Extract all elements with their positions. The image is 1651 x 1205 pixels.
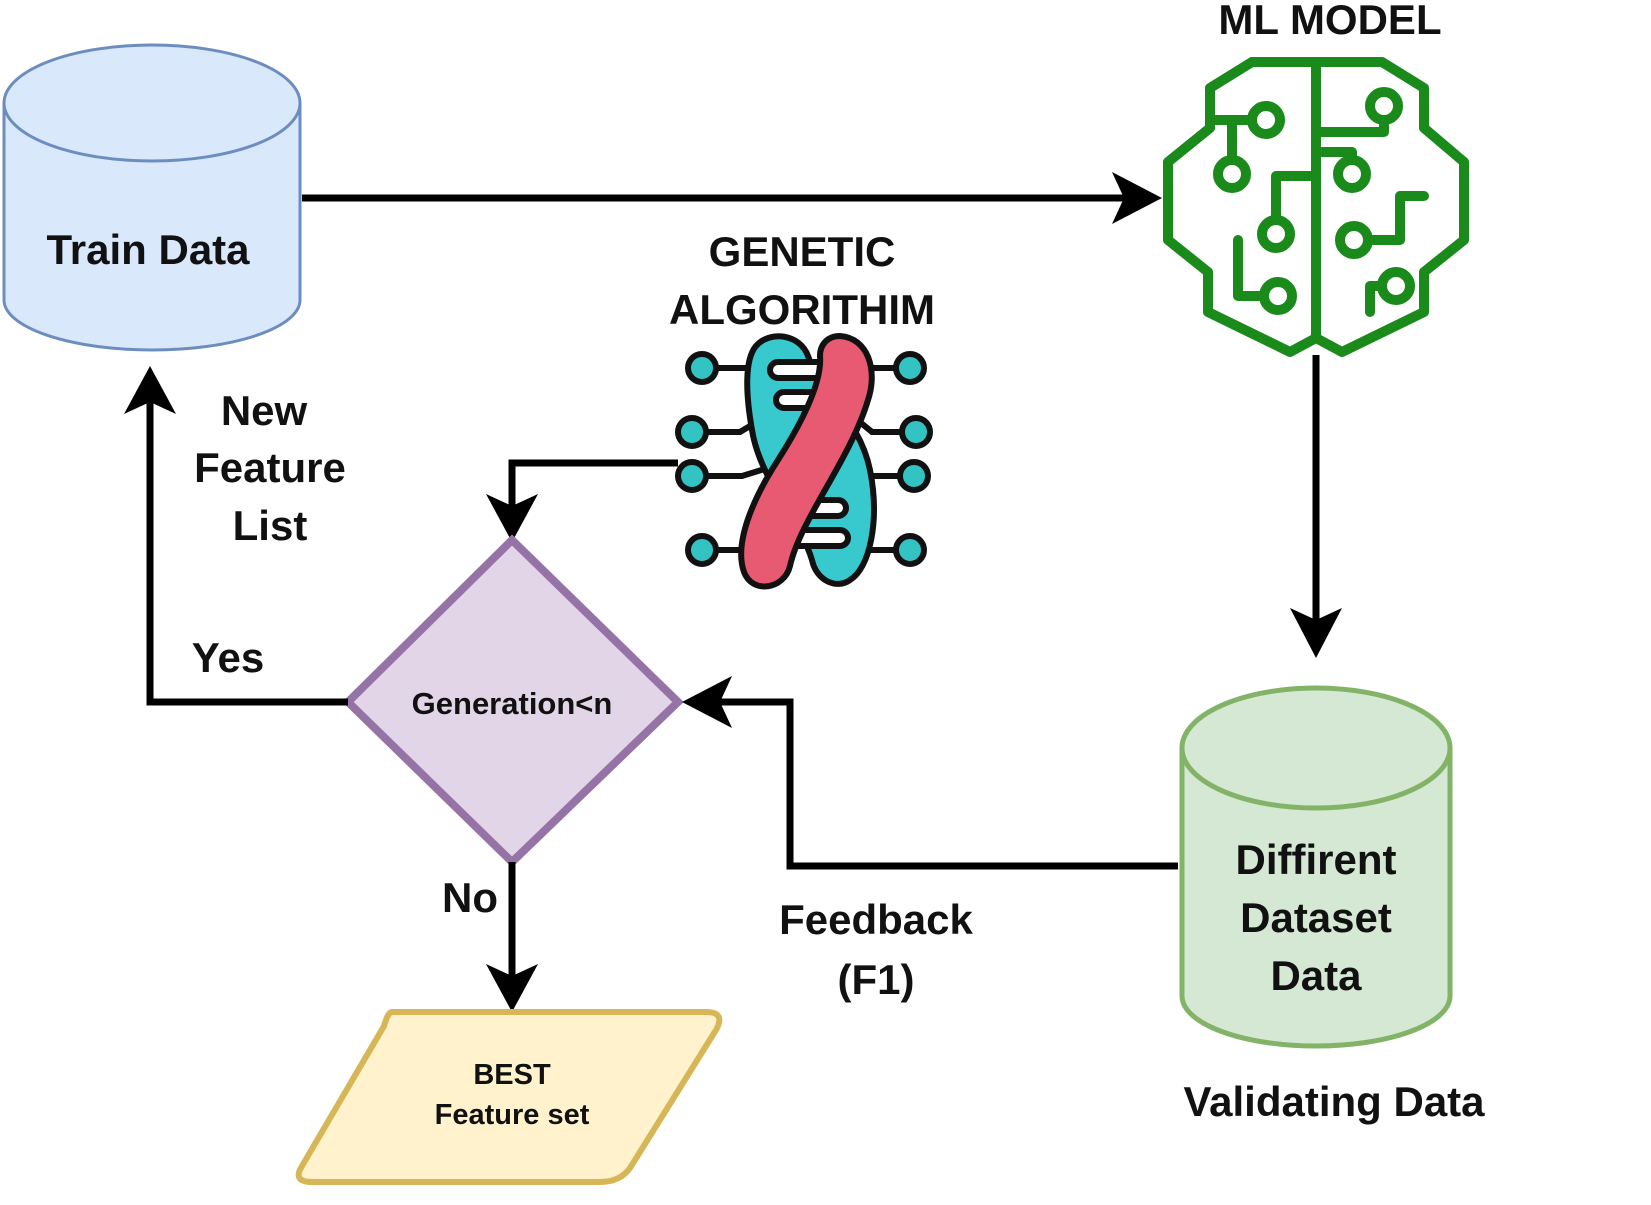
decision-label: Generation<n <box>412 686 613 721</box>
arrow-train-to-model <box>302 172 1162 224</box>
validating-line2: Dataset <box>1240 894 1392 941</box>
arrow-no-to-best <box>486 862 538 1012</box>
new-feature-list-line2: Feature <box>194 444 346 491</box>
best-feature-set: BEST Feature set <box>295 1009 723 1185</box>
train-data-cylinder: Train Data <box>2 43 302 352</box>
arrow-feedback-to-decision <box>682 676 1178 870</box>
best-label-line2: Feature set <box>435 1099 590 1131</box>
validating-caption: Validating Data <box>1183 1078 1485 1125</box>
no-label: No <box>442 874 498 921</box>
arrow-model-to-validating <box>1290 355 1342 658</box>
validating-data-cylinder: Diffirent Dataset Data <box>1179 685 1453 1049</box>
dna-helix-icon <box>675 332 933 590</box>
yes-label: Yes <box>192 634 264 681</box>
arrow-genetic-to-decision <box>486 459 678 542</box>
feedback-label-line2: (F1) <box>838 956 915 1003</box>
best-label-line1: BEST <box>473 1059 551 1091</box>
train-data-label: Train Data <box>46 226 250 273</box>
new-feature-list-line1: New <box>221 387 308 434</box>
validating-line3: Data <box>1270 952 1362 999</box>
genetic-title-line2: ALGORITHIM <box>669 286 935 333</box>
validating-line1: Diffirent <box>1236 836 1397 883</box>
genetic-title-line1: GENETIC <box>709 228 896 275</box>
decision-diamond: Generation<n <box>342 534 684 868</box>
brain-circuit-icon <box>1163 57 1469 357</box>
arrow-yes-to-train <box>124 366 348 706</box>
ml-model-title: ML MODEL <box>1218 0 1441 43</box>
new-feature-list-line3: List <box>233 502 308 549</box>
feedback-label-line1: Feedback <box>779 896 973 943</box>
